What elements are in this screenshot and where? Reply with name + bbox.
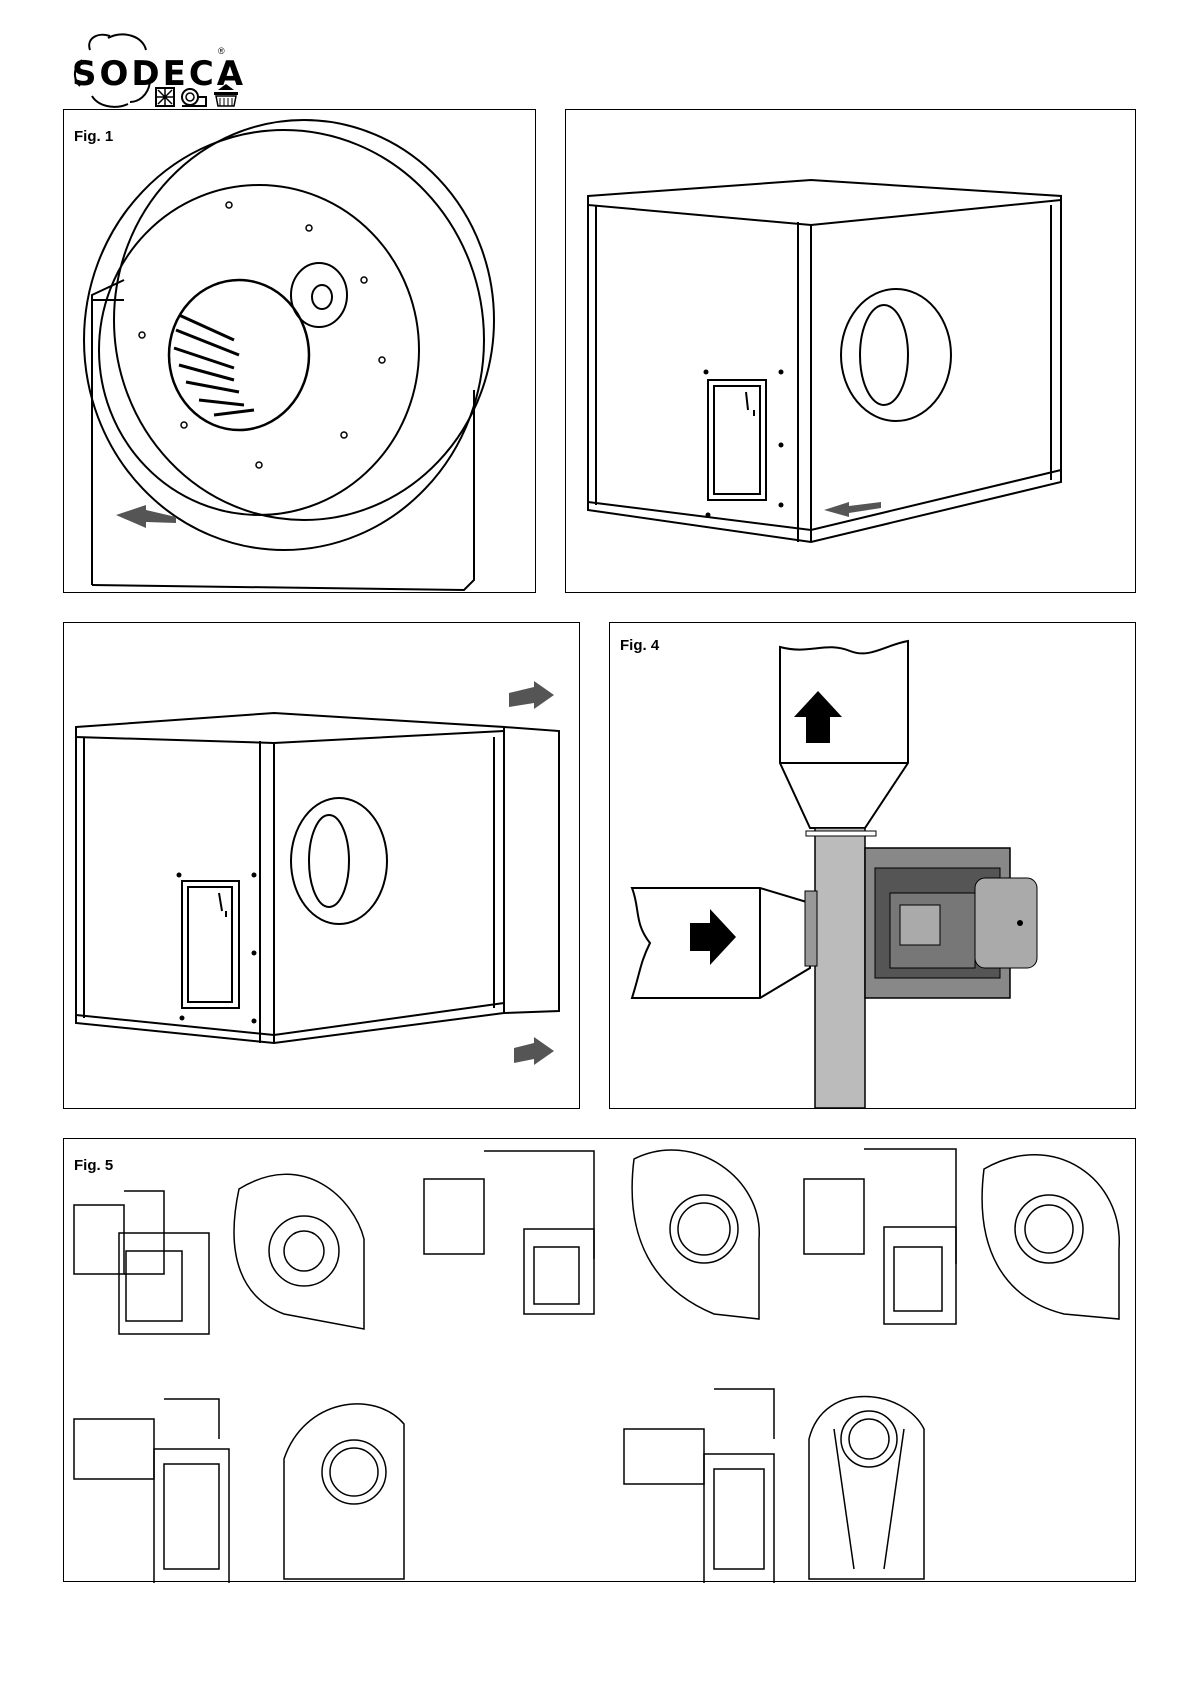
- duct-installation-drawing: [610, 623, 1137, 1110]
- figure-3-panel: [63, 622, 580, 1109]
- figure-1-panel: Fig. 1: [63, 109, 536, 593]
- figure-4-panel: Fig. 4: [609, 622, 1136, 1109]
- cabinet-fan-outlet-drawing: [64, 623, 581, 1110]
- figure-5-panel: Fig. 5: [63, 1138, 1136, 1582]
- brand-name: SODECA: [72, 54, 246, 94]
- fan-models-drawing: [64, 1139, 1137, 1583]
- figure-2-panel: [565, 109, 1136, 593]
- centrifugal-fan-drawing: [64, 110, 537, 594]
- sodeca-logo: SODECA ®: [68, 30, 258, 110]
- cabinet-fan-drawing: [566, 110, 1137, 594]
- registered-mark: ®: [218, 46, 225, 56]
